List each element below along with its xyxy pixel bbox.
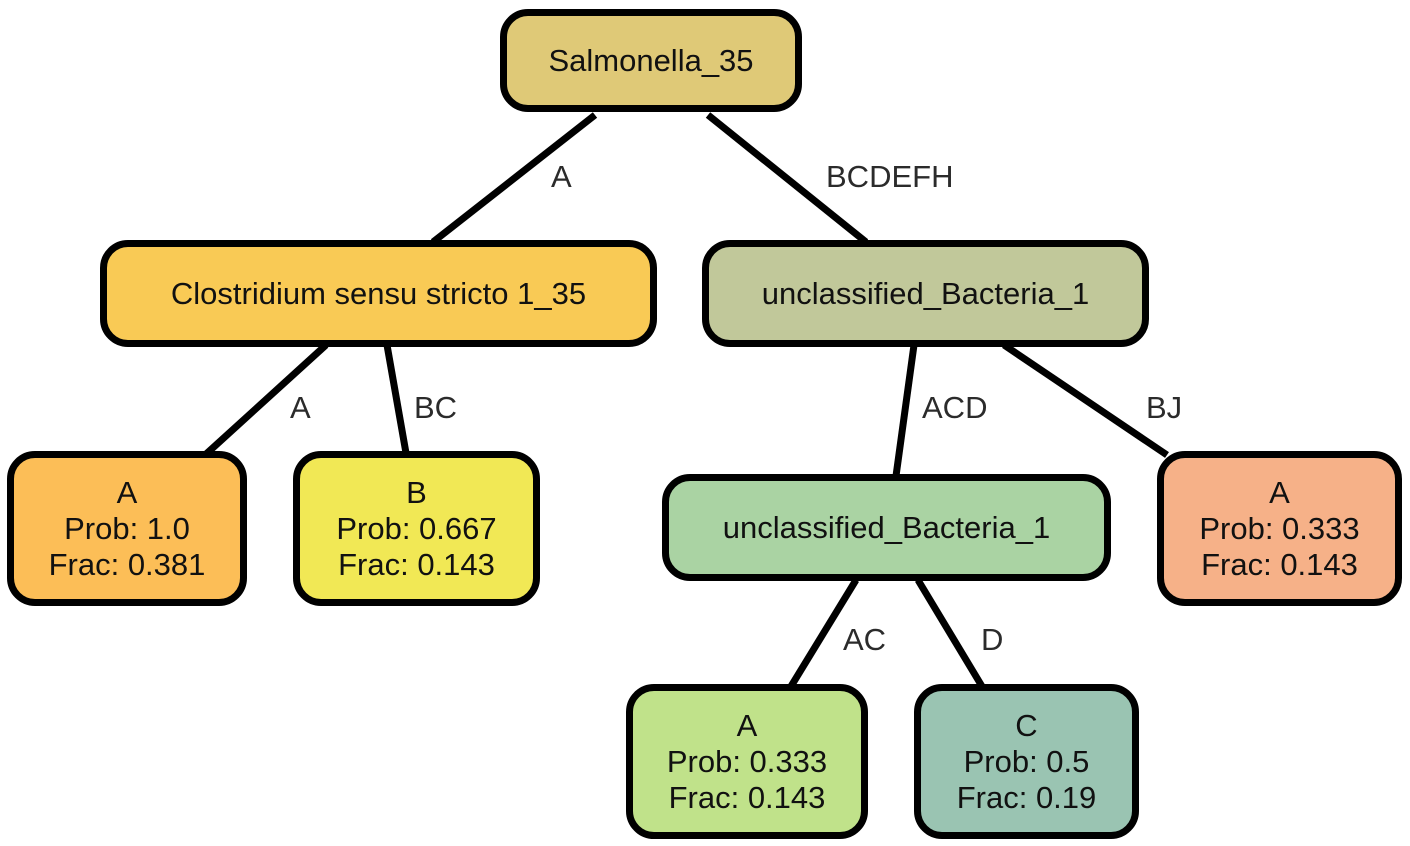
node-label: unclassified_Bacteria_1	[761, 275, 1090, 311]
leaf-class: A	[1269, 474, 1290, 510]
node-unclassified-bacteria-child: unclassified_Bacteria_1	[662, 474, 1111, 581]
leaf-frac: Frac: 0.143	[338, 546, 495, 582]
edge-n6-n9	[915, 578, 986, 690]
leaf-prob: Prob: 0.333	[666, 743, 828, 779]
leaf-frac: Frac: 0.143	[1201, 546, 1358, 582]
edge-n6-n8	[787, 578, 859, 690]
leaf-class: B	[406, 474, 427, 510]
leaf-node-a-ac: A Prob: 0.333 Frac: 0.143	[626, 684, 868, 839]
edge-n1-n3	[705, 112, 869, 245]
node-label: unclassified_Bacteria_1	[722, 509, 1051, 545]
leaf-node-c: C Prob: 0.5 Frac: 0.19	[914, 684, 1139, 839]
node-unclassified-bacteria: unclassified_Bacteria_1	[702, 240, 1149, 347]
leaf-class: A	[736, 707, 758, 743]
leaf-prob: Prob: 0.333	[1199, 510, 1360, 546]
edge-label-n3-n7: BJ	[1146, 390, 1183, 425]
edge-label-n2-n5: BC	[414, 390, 458, 425]
edge-label-n3-n6: ACD	[922, 390, 988, 425]
edge-label-n6-n8: AC	[843, 622, 887, 657]
edge-n3-n6	[892, 344, 918, 477]
leaf-frac: Frac: 0.381	[48, 546, 206, 582]
leaf-node-a-bj: A Prob: 0.333 Frac: 0.143	[1157, 451, 1402, 606]
edge-label-n1-n3: BCDEFH	[826, 159, 954, 194]
root-node-salmonella: Salmonella_35	[500, 9, 802, 112]
edge-n1-n2	[430, 112, 598, 245]
edge-n2-n4	[202, 342, 329, 458]
node-label: Salmonella_35	[548, 42, 754, 78]
leaf-node-a: A Prob: 1.0 Frac: 0.381	[7, 451, 247, 606]
leaf-prob: Prob: 0.5	[963, 743, 1090, 779]
leaf-frac: Frac: 0.19	[956, 779, 1097, 815]
leaf-node-b: B Prob: 0.667 Frac: 0.143	[293, 451, 540, 606]
leaf-class: C	[1015, 707, 1038, 743]
edge-label-n2-n4: A	[290, 390, 311, 425]
leaf-frac: Frac: 0.143	[668, 779, 826, 815]
edge-label-n1-n2: A	[551, 159, 572, 194]
edge-n2-n5	[383, 344, 410, 454]
node-clostridium: Clostridium sensu stricto 1_35	[100, 240, 657, 347]
edge-label-n6-n9: D	[981, 622, 1004, 657]
leaf-prob: Prob: 0.667	[336, 510, 497, 546]
leaf-class: A	[116, 474, 138, 510]
node-label: Clostridium sensu stricto 1_35	[170, 275, 587, 311]
edge-n3-n7	[1002, 342, 1169, 458]
leaf-prob: Prob: 1.0	[64, 510, 190, 546]
